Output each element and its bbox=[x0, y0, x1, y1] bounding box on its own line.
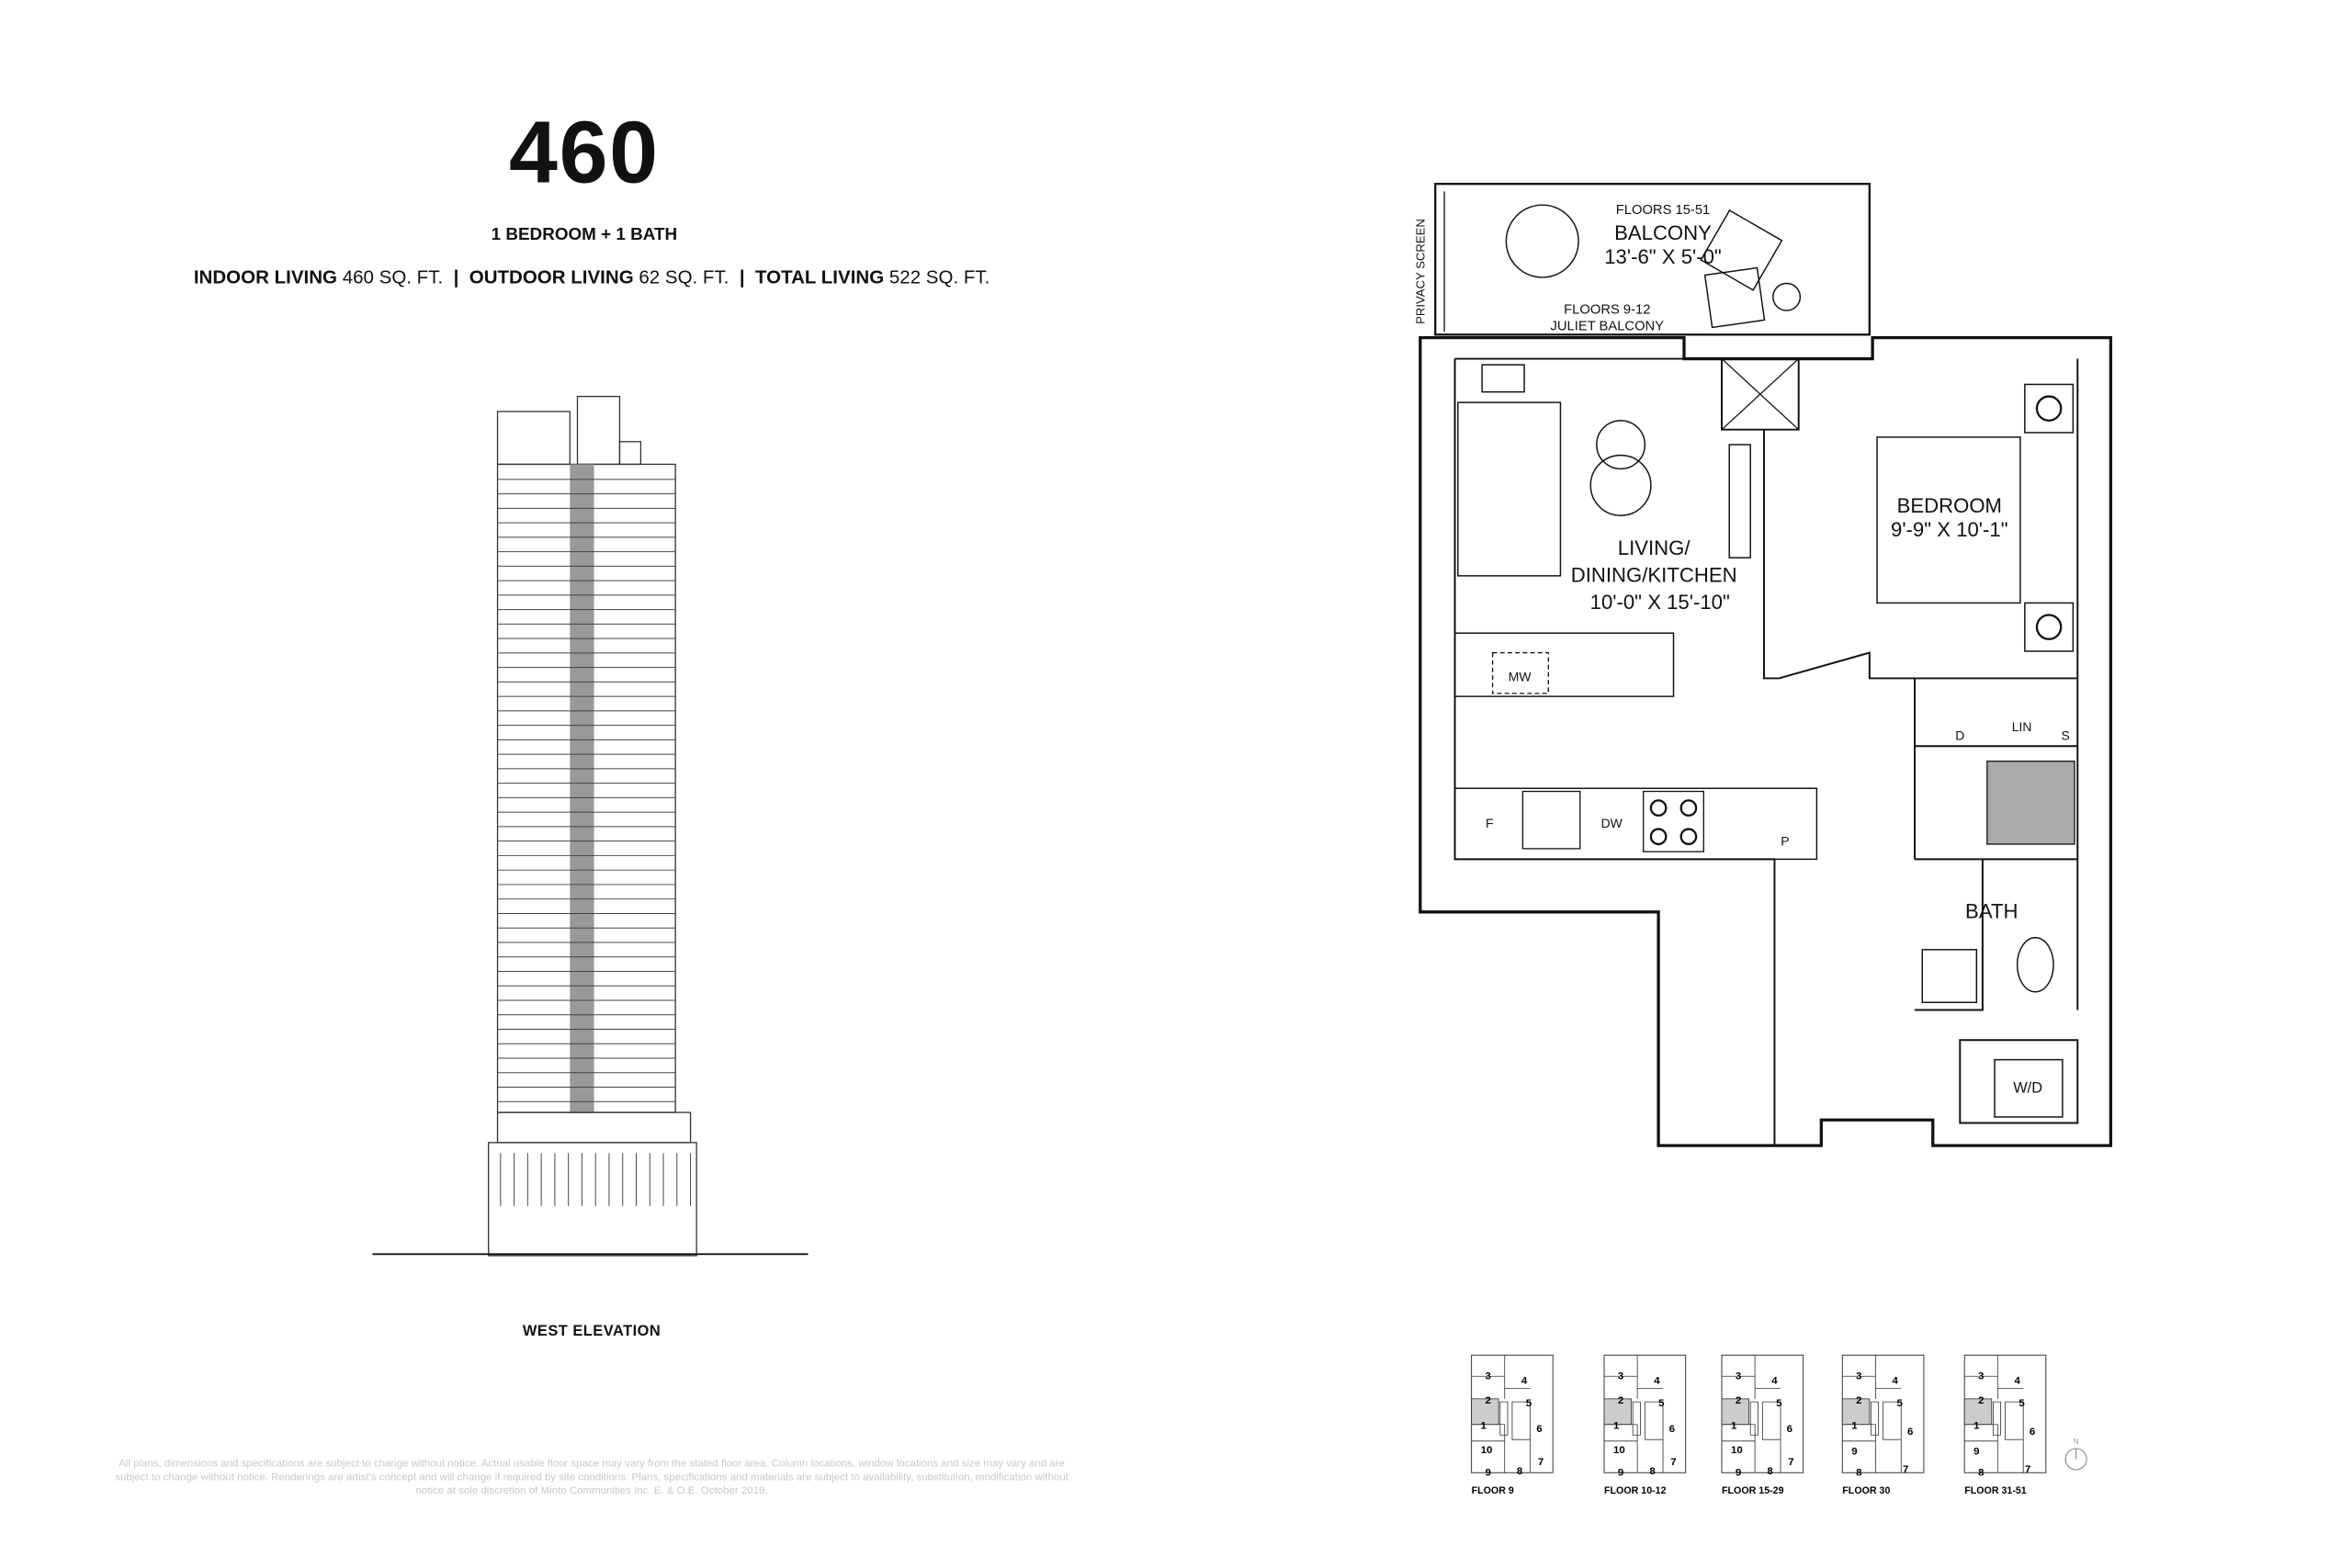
total-label: TOTAL LIVING bbox=[754, 266, 885, 288]
bedroom-name: BEDROOM bbox=[1897, 494, 2002, 517]
keyplan-unit-number: 5 bbox=[1526, 1398, 1532, 1409]
keyplan-unit-number: 3 bbox=[1618, 1371, 1623, 1382]
keyplan-unit-number: 10 bbox=[1731, 1445, 1743, 1456]
keyplan-unit-number: 2 bbox=[1618, 1395, 1623, 1406]
keyplan-unit-number: 7 bbox=[2025, 1464, 2030, 1475]
keyplan-unit-number: 8 bbox=[1517, 1466, 1523, 1477]
keyplan-unit-number: 4 bbox=[1771, 1375, 1778, 1386]
keyplan-unit-number: 3 bbox=[1736, 1371, 1741, 1382]
living-dimensions: 10'-0" X 15'-10" bbox=[1590, 591, 1730, 614]
bedroom-dimensions: 9'-9" X 10'-1" bbox=[1891, 518, 2008, 541]
keyplan-unit-number: 7 bbox=[1538, 1457, 1544, 1468]
keyplan-unit-number: 9 bbox=[1618, 1468, 1623, 1479]
keyplan-unit-number: 9 bbox=[1973, 1447, 1979, 1458]
bath-name: BATH bbox=[1965, 899, 2018, 922]
north-label: N bbox=[2074, 1438, 2079, 1446]
keyplan-unit-number: 9 bbox=[1485, 1468, 1490, 1479]
unit-floorplan: PRIVACY SCREEN FLOORS 15-51 BALCONY 13'-… bbox=[1414, 183, 2113, 1147]
keyplan-unit-number: 1 bbox=[1481, 1421, 1487, 1432]
total-value: 522 SQ. FT. bbox=[888, 266, 990, 288]
keyplan-unit-number: 7 bbox=[1903, 1464, 1908, 1475]
keyplan-unit-number: 8 bbox=[1767, 1466, 1773, 1477]
closet-label: D bbox=[1955, 728, 1964, 743]
keyplan-unit-number: 1 bbox=[1613, 1421, 1620, 1432]
pantry-label: P bbox=[1781, 834, 1789, 849]
keyplan-unit-number: 4 bbox=[2014, 1375, 2020, 1386]
unit-type: 1 BEDROOM + 1 BATH bbox=[491, 226, 678, 244]
linen-label: LIN bbox=[2012, 719, 2032, 734]
keyplan-unit-number: 8 bbox=[1649, 1466, 1656, 1477]
storage-label: S bbox=[2062, 728, 2070, 743]
keyplan-unit-number: 5 bbox=[1896, 1398, 1903, 1409]
keyplan-unit-number: 10 bbox=[1481, 1445, 1493, 1456]
keyplan-unit-number: 4 bbox=[1893, 1375, 1899, 1386]
microwave-label: MW bbox=[1509, 670, 1532, 684]
keyplan-unit-number: 6 bbox=[1536, 1424, 1542, 1435]
balcony-name: BALCONY bbox=[1614, 221, 1712, 244]
living-name-2: DINING/KITCHEN bbox=[1571, 563, 1737, 586]
keyplan-unit-number: 4 bbox=[1521, 1375, 1528, 1386]
living-name-1: LIVING/ bbox=[1618, 536, 1691, 559]
keyplan-unit-number: 2 bbox=[1978, 1395, 1984, 1406]
keyplan-unit-number: 6 bbox=[1669, 1424, 1675, 1435]
balcony-floors: FLOORS 15-51 bbox=[1616, 203, 1710, 218]
keyplan-unit-number: 6 bbox=[1907, 1427, 1913, 1438]
keyplan-unit-number: 5 bbox=[2018, 1398, 2025, 1409]
separator: | bbox=[453, 266, 459, 288]
outdoor-label: OUTDOOR LIVING bbox=[469, 266, 634, 288]
keyplan-unit-number: 4 bbox=[1654, 1375, 1660, 1386]
dishwasher-label: DW bbox=[1601, 816, 1623, 830]
keyplan-label: FLOOR 10-12 bbox=[1604, 1485, 1667, 1496]
keyplan-unit-number: 1 bbox=[1851, 1421, 1858, 1432]
juliet-floors: FLOORS 9-12 bbox=[1564, 302, 1650, 317]
keyplan-unit-number: 3 bbox=[1856, 1371, 1861, 1382]
keyplan-unit-number: 8 bbox=[1978, 1468, 1984, 1479]
building-elevation bbox=[372, 395, 808, 1257]
keyplan-unit-number: 2 bbox=[1856, 1395, 1861, 1406]
separator: | bbox=[739, 266, 745, 288]
keyplan-unit-number: 3 bbox=[1485, 1371, 1490, 1382]
juliet-balcony-label: JULIET BALCONY bbox=[1551, 319, 1665, 333]
washer-dryer-label: W/D bbox=[2013, 1080, 2042, 1097]
keyplan-unit-number: 2 bbox=[1485, 1395, 1490, 1406]
keyplan-unit-number: 8 bbox=[1856, 1468, 1862, 1479]
keyplan-unit-number: 9 bbox=[1851, 1447, 1857, 1458]
keyplan-unit-number: 7 bbox=[1788, 1457, 1793, 1468]
keyplan-unit-number: 5 bbox=[1658, 1398, 1665, 1409]
fridge-label: F bbox=[1486, 816, 1494, 830]
keyplan-unit-number: 7 bbox=[1670, 1457, 1676, 1468]
keyplan-label: FLOOR 30 bbox=[1842, 1485, 1890, 1496]
indoor-label: INDOOR LIVING bbox=[193, 266, 337, 288]
balcony-dimensions: 13'-6" X 5'-0" bbox=[1604, 245, 1722, 268]
keyplan-unit-number: 10 bbox=[1613, 1445, 1625, 1456]
keyplan-unit-number: 1 bbox=[1973, 1421, 1980, 1432]
area-summary: INDOOR LIVING 460 SQ. FT. | OUTDOOR LIVI… bbox=[120, 266, 1063, 288]
outdoor-value: 62 SQ. FT. bbox=[639, 266, 729, 288]
keyplan-unit-number: 6 bbox=[2030, 1427, 2035, 1438]
indoor-value: 460 SQ. FT. bbox=[342, 266, 444, 288]
balcony-outline bbox=[1434, 183, 1871, 336]
privacy-screen-label: PRIVACY SCREEN bbox=[1414, 219, 1428, 324]
elevation-label: WEST ELEVATION bbox=[522, 1323, 662, 1340]
keyplan-unit-number: 5 bbox=[1776, 1398, 1782, 1409]
keyplan-unit-number: 6 bbox=[1787, 1424, 1792, 1435]
keyplan-unit-number: 1 bbox=[1731, 1421, 1737, 1432]
keyplan-unit-number: 9 bbox=[1736, 1468, 1741, 1479]
disclaimer: All plans, dimensions and specifications… bbox=[115, 1459, 1069, 1497]
unit-number: 460 bbox=[509, 104, 660, 202]
keyplan-label: FLOOR 31-51 bbox=[1964, 1485, 2027, 1496]
keyplan-label: FLOOR 15-29 bbox=[1722, 1485, 1784, 1496]
keyplan-unit-number: 2 bbox=[1736, 1395, 1741, 1406]
north-arrow-icon: N bbox=[2064, 1438, 2087, 1471]
keyplan-label: FLOOR 9 bbox=[1472, 1485, 1514, 1496]
keyplan-unit-number: 3 bbox=[1978, 1371, 1984, 1382]
